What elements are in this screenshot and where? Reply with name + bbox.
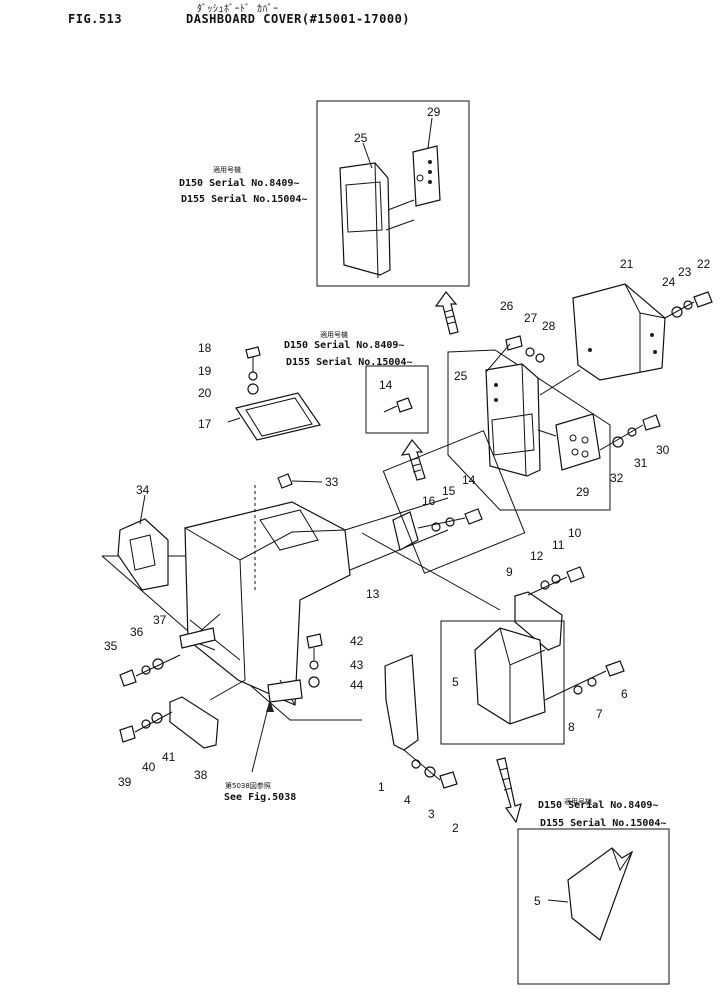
note-2-line1: D150 Serial No.8409~ [284, 339, 404, 351]
callout-2: 2 [452, 821, 459, 835]
callout-13: 13 [366, 587, 380, 601]
callout-7: 7 [596, 707, 603, 721]
callout-20: 20 [198, 386, 212, 400]
callout-41: 41 [162, 750, 176, 764]
callout-11: 11 [552, 538, 565, 552]
callout-12: 12 [530, 549, 544, 563]
callout-32: 32 [610, 471, 624, 485]
note-3-line2: D155 Serial No.15004~ [540, 817, 666, 829]
callout-37: 37 [153, 613, 167, 627]
inset-cover-5-variant [517, 828, 670, 985]
see-fig-arrow [251, 699, 274, 773]
note-1-line1: D150 Serial No.8409~ [179, 177, 299, 189]
callout-39: 39 [118, 775, 132, 789]
callout-38: 38 [194, 768, 208, 782]
figure-number: FIG.513 [68, 12, 123, 26]
callout-26: 26 [500, 299, 514, 313]
note-1-line2: D155 Serial No.15004~ [181, 193, 307, 205]
callout-3: 3 [428, 807, 435, 821]
callout-36: 36 [130, 625, 144, 639]
callout-4: 4 [404, 793, 411, 807]
callout-14b: 14 [462, 473, 476, 487]
callout-29: 29 [427, 105, 441, 119]
see-ref-text: See Fig.5038 [224, 791, 296, 803]
arrow-hatched-top [434, 291, 459, 335]
dashboard-body [101, 485, 501, 721]
callout-43: 43 [350, 658, 364, 672]
callout-30: 30 [656, 443, 670, 457]
callout-21: 21 [620, 257, 634, 271]
plate-13 [382, 430, 526, 574]
callout-29b: 29 [576, 485, 590, 499]
arrow-hatched-middle [400, 438, 426, 481]
bracket-34 [117, 494, 169, 591]
callout-19: 19 [198, 364, 212, 378]
callout-22: 22 [697, 257, 711, 271]
callout-23: 23 [678, 265, 692, 279]
callout-34: 34 [136, 483, 150, 497]
callout-31: 31 [634, 456, 648, 470]
callout-44: 44 [350, 678, 364, 692]
note-3-line1: D150 Serial No.8409~ [538, 799, 658, 811]
callout-27: 27 [524, 311, 538, 325]
note-3-jp: 適用号機 [564, 797, 592, 806]
note-1-jp: 適用号機 [213, 165, 241, 174]
bolt-set-42 [306, 633, 323, 688]
see-ref-jp: 第5038図参照 [225, 781, 271, 790]
inset-bolt-14 [365, 365, 429, 434]
callout-33: 33 [325, 475, 339, 489]
callout-16: 16 [422, 494, 436, 508]
callout-28: 28 [542, 319, 556, 333]
callout-9: 9 [506, 565, 513, 579]
callout-8: 8 [568, 720, 575, 734]
callout-15: 15 [442, 484, 456, 498]
callout-5: 5 [452, 675, 459, 689]
bolt-set-35 [119, 654, 181, 687]
callout-42: 42 [350, 634, 364, 648]
callout-40: 40 [142, 760, 156, 774]
diagram-title: DASHBOARD COVER(#15001-17000) [186, 12, 411, 26]
callout-25b: 25 [454, 369, 468, 383]
callout-25: 25 [354, 131, 368, 145]
callout-18: 18 [198, 341, 212, 355]
side-plate-1 [384, 654, 458, 789]
cover-plate-17 [235, 346, 321, 489]
callout-5b: 5 [534, 894, 541, 908]
title-japanese: ﾀﾞｯｼｭﾎﾞｰﾄﾞ ｶﾊﾞｰ [197, 4, 279, 15]
callout-17: 17 [198, 417, 212, 431]
callout-35: 35 [104, 639, 118, 653]
callout-14: 14 [379, 378, 393, 392]
callout-6: 6 [621, 687, 628, 701]
plate-38 [119, 679, 246, 749]
callout-10: 10 [568, 526, 582, 540]
frame-right-assembly [447, 283, 713, 511]
note-2-jp: 適用号機 [320, 330, 348, 339]
callout-24: 24 [662, 275, 676, 289]
arrow-hatched-bottom [496, 757, 522, 824]
inset-cover-5 [440, 620, 625, 745]
callout-1: 1 [378, 780, 385, 794]
note-2-line2: D155 Serial No.15004~ [286, 356, 412, 368]
inset-panel-top [316, 100, 470, 287]
